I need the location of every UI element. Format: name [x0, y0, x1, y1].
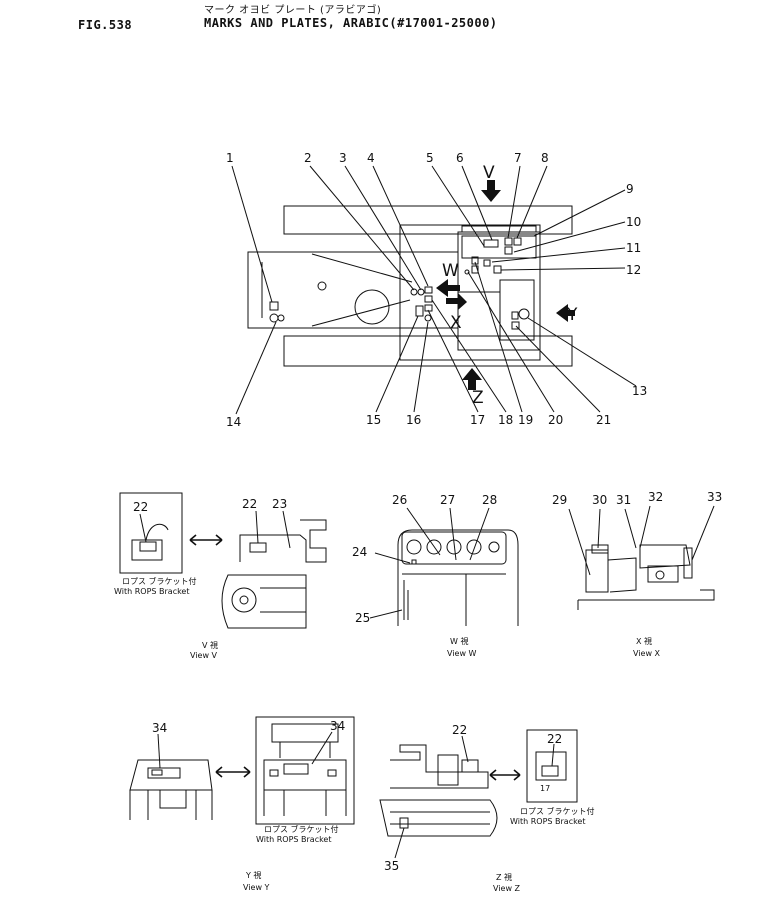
view-y-label: View Y	[243, 883, 270, 892]
callout-29: 29	[552, 493, 567, 507]
rops-bracket-inset-z	[526, 729, 578, 803]
main-top-view: V W X Y Z 1	[226, 151, 647, 429]
rops-bracket-inset-y	[255, 716, 355, 825]
callout-20: 20	[548, 413, 563, 427]
callout-21: 21	[596, 413, 611, 427]
figure-number: FIG.538	[78, 18, 133, 32]
view-y-jp: Y 視	[245, 871, 261, 880]
body-z	[390, 744, 489, 789]
callout-12: 12	[626, 263, 641, 277]
callout-17-inset-z: 17	[540, 784, 550, 793]
callout-34-inset: 34	[330, 719, 345, 733]
arrow-label-y: Y	[566, 305, 578, 325]
figure-title: MARKS AND PLATES, ARABIC(#17001-25000)	[204, 16, 498, 30]
double-arrow-y	[215, 766, 251, 778]
upper-track	[283, 205, 573, 235]
callout-22-inset: 22	[133, 500, 148, 514]
callout-35: 35	[384, 859, 399, 873]
arrow-label-w: W	[442, 261, 459, 281]
track-v	[221, 574, 307, 629]
view-w-label: View W	[447, 649, 477, 658]
view-v-jp: V 視	[202, 641, 218, 650]
rops-bracket-jp-v: ロプス ブラケット付	[122, 576, 197, 586]
view-x-arrow	[446, 293, 467, 310]
view-x-jp: X 視	[636, 637, 652, 646]
title-japanese: マーク オヨビ プレート (アラビアゴ)	[204, 5, 382, 16]
rops-bracket-label-v: With ROPS Bracket	[114, 587, 190, 596]
view-w-arrow	[436, 279, 460, 297]
callout-31: 31	[616, 493, 631, 507]
callout-30: 30	[592, 493, 607, 507]
callout-9: 9	[626, 182, 634, 196]
double-arrow-z	[489, 769, 521, 781]
callout-33: 33	[707, 490, 722, 504]
callout-10: 10	[626, 215, 641, 229]
view-y: 34 34 ロプス ブラケット付 With ROPS Bracket Y 視 V…	[129, 716, 355, 892]
callout-28: 28	[482, 493, 497, 507]
view-v-arrow	[481, 180, 501, 202]
view-z-label: View Z	[493, 884, 521, 893]
callout-17: 17	[470, 413, 485, 427]
view-v-label: View V	[190, 651, 218, 660]
view-z: 22 35 22 17 ロプス ブラケット付 With ROPS Bracket…	[379, 723, 595, 893]
view-z-jp: Z 視	[496, 873, 512, 882]
callout-32: 32	[648, 490, 663, 504]
rops-bracket-label-z: With ROPS Bracket	[510, 817, 586, 826]
callout-26: 26	[392, 493, 407, 507]
seat-x	[585, 549, 609, 593]
view-z-arrow	[462, 368, 482, 390]
callout-11: 11	[626, 241, 641, 255]
track-z	[379, 799, 498, 837]
callout-15: 15	[366, 413, 381, 427]
view-w-jp: W 視	[450, 637, 468, 646]
dashboard-panel	[401, 531, 507, 565]
callout-27: 27	[440, 493, 455, 507]
double-arrow-v	[189, 534, 223, 546]
callout-25: 25	[355, 611, 370, 625]
callout-16: 16	[406, 413, 421, 427]
callout-22-inset-z: 22	[547, 732, 562, 746]
arrow-label-v: V	[483, 163, 495, 183]
muffler-circle	[354, 289, 390, 325]
callout-18: 18	[498, 413, 513, 427]
callout-14: 14	[226, 415, 241, 429]
lower-track	[283, 335, 573, 367]
arrow-label-z: Z	[472, 388, 484, 408]
callout-1: 1	[226, 151, 234, 165]
view-x: 29 30 31 32 33 X 視 View X	[552, 490, 722, 658]
engine-hood	[247, 251, 459, 329]
callout-8: 8	[541, 151, 549, 165]
view-w: 24 25 26 27 28 W 視 View W	[352, 493, 519, 658]
view-v: 22 22 23 ロプス ブラケット付 With ROPS Bracket V …	[114, 492, 327, 660]
callout-6: 6	[456, 151, 464, 165]
rops-bracket-inset-v	[119, 492, 183, 574]
rops-bracket-jp-y: ロプス ブラケット付	[264, 824, 339, 834]
view-y-arrow	[556, 304, 575, 322]
rops-bracket-label-y: With ROPS Bracket	[256, 835, 332, 844]
callout-7: 7	[514, 151, 522, 165]
callout-3: 3	[339, 151, 347, 165]
rops-bracket-jp-z: ロプス ブラケット付	[520, 806, 595, 816]
callout-2: 2	[304, 151, 312, 165]
callout-5: 5	[426, 151, 434, 165]
callout-34-y: 34	[152, 721, 167, 735]
callout-19: 19	[518, 413, 533, 427]
callout-24: 24	[352, 545, 367, 559]
view-x-label: View X	[633, 649, 661, 658]
hood-y	[129, 759, 213, 791]
callout-22-z: 22	[452, 723, 467, 737]
callout-22-v: 22	[242, 497, 257, 511]
arrow-label-x: X	[450, 313, 462, 333]
callout-13: 13	[632, 384, 647, 398]
callout-4: 4	[367, 151, 375, 165]
callout-23: 23	[272, 497, 287, 511]
